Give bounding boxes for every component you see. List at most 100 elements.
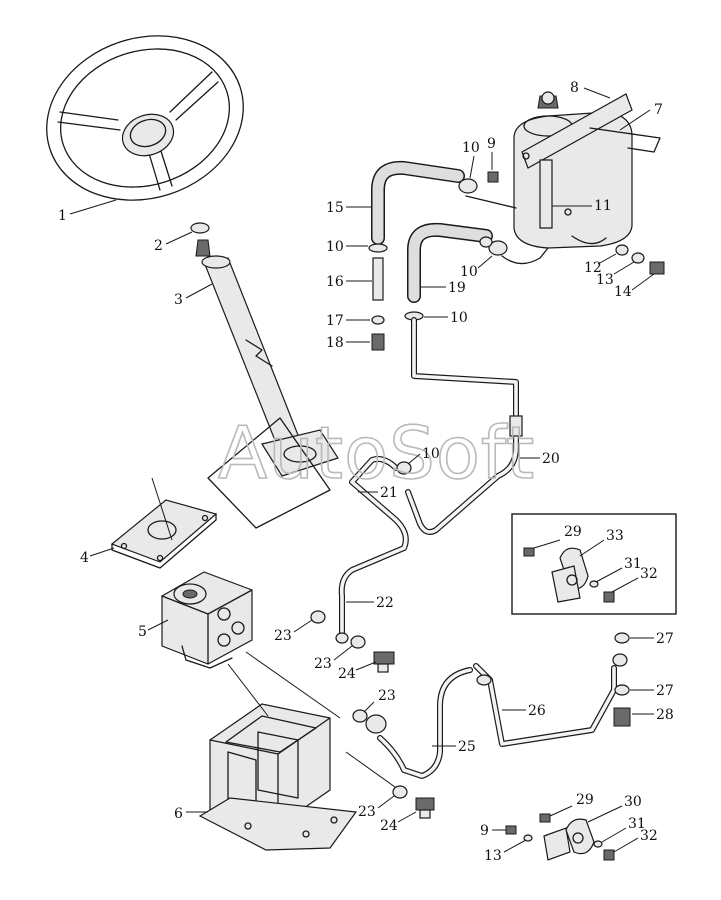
callout-23-d: 23 xyxy=(358,795,395,820)
callout-label: 7 xyxy=(654,102,663,118)
callout-label: 17 xyxy=(326,313,344,329)
steering-control-unit xyxy=(161,571,253,669)
callout-label: 8 xyxy=(570,80,579,96)
callout-25: 25 xyxy=(432,739,476,755)
callout-label: 14 xyxy=(614,284,632,300)
callout-9-top: 9 xyxy=(487,136,496,170)
callout-2: 2 xyxy=(154,231,193,254)
callout-15: 15 xyxy=(326,200,372,216)
callout-label: 10 xyxy=(462,140,480,156)
callout-label: 25 xyxy=(458,739,476,755)
callout-24-a: 24 xyxy=(338,661,377,682)
callout-10-lower: 10 xyxy=(424,310,468,326)
callout-4: 4 xyxy=(80,547,115,566)
callout-label: 19 xyxy=(448,280,466,296)
callout-10-mid: 10 xyxy=(460,255,493,280)
callout-label: 22 xyxy=(376,595,394,611)
callout-31-inset: 31 xyxy=(595,556,642,583)
callout-21: 21 xyxy=(358,485,398,501)
callout-10-top: 10 xyxy=(462,140,480,179)
callout-label: 32 xyxy=(640,828,658,844)
callout-32-bottom: 32 xyxy=(613,828,658,853)
callout-30: 30 xyxy=(587,794,642,823)
callout-label: 10 xyxy=(326,239,344,255)
callout-22: 22 xyxy=(346,595,394,611)
cylinder-line-26 xyxy=(473,653,628,747)
callout-23-c: 23 xyxy=(363,688,396,713)
steering-bracket xyxy=(198,651,403,851)
callout-12: 12 xyxy=(584,253,617,276)
callout-label: 26 xyxy=(528,703,546,719)
callout-11: 11 xyxy=(552,198,612,214)
callout-label: 23 xyxy=(378,688,396,704)
callout-label: 12 xyxy=(584,260,602,276)
callout-label: 15 xyxy=(326,200,344,216)
callout-19: 19 xyxy=(420,280,466,296)
callout-14: 14 xyxy=(614,273,655,300)
callout-13-top: 13 xyxy=(596,261,635,288)
callout-32-inset: 32 xyxy=(611,566,658,593)
callout-label: 24 xyxy=(338,666,356,682)
callout-label: 29 xyxy=(564,524,582,540)
callout-label: 29 xyxy=(576,792,594,808)
mounting-plate xyxy=(110,477,218,569)
callout-27-b: 27 xyxy=(630,683,674,699)
callout-label: 21 xyxy=(380,485,398,501)
callout-label: 16 xyxy=(326,274,344,290)
callout-29-bottom: 29 xyxy=(549,792,594,817)
callout-label: 11 xyxy=(594,198,612,214)
clamp-detail-inset xyxy=(511,513,677,615)
pressure-line-20 xyxy=(405,317,523,535)
callout-label: 31 xyxy=(628,816,646,832)
steering-wheel xyxy=(46,35,244,201)
callout-20: 20 xyxy=(520,451,560,467)
callout-label: 13 xyxy=(484,848,502,864)
callout-1: 1 xyxy=(58,199,117,224)
callout-label: 6 xyxy=(174,806,183,822)
oil-tank xyxy=(513,91,661,249)
callout-10-left: 10 xyxy=(326,239,368,255)
callout-label: 31 xyxy=(624,556,642,572)
callout-33: 33 xyxy=(579,528,624,557)
suction-hose xyxy=(407,222,493,303)
callout-28: 28 xyxy=(632,707,674,723)
callout-label: 18 xyxy=(326,335,344,351)
steering-column xyxy=(195,239,339,529)
callout-label: 3 xyxy=(174,292,183,308)
callout-31-bottom: 31 xyxy=(601,816,646,843)
clamp-detail-bottom xyxy=(505,813,615,861)
callout-27-a: 27 xyxy=(630,631,674,647)
callout-10-pipe: 10 xyxy=(407,446,440,465)
callout-label: 33 xyxy=(606,528,624,544)
callout-label: 27 xyxy=(656,683,674,699)
pressure-line-21-22 xyxy=(335,456,412,644)
callout-label: 24 xyxy=(380,818,398,834)
cylinder-line-25 xyxy=(365,667,473,779)
callout-label: 30 xyxy=(624,794,642,810)
callout-3: 3 xyxy=(174,283,213,308)
callout-5: 5 xyxy=(138,619,169,640)
watermark: AutoSoft xyxy=(218,411,535,495)
callout-label: 2 xyxy=(154,238,163,254)
callout-7: 7 xyxy=(619,102,663,131)
callout-label: 10 xyxy=(450,310,468,326)
callout-17: 17 xyxy=(326,313,370,329)
callout-label: 13 xyxy=(596,272,614,288)
callout-8: 8 xyxy=(570,80,611,99)
callout-23-b: 23 xyxy=(314,645,353,672)
callout-label: 5 xyxy=(138,624,147,640)
callout-label: 10 xyxy=(460,264,478,280)
column-nut xyxy=(190,222,210,234)
callout-29-inset: 29 xyxy=(533,524,582,549)
callout-23-a: 23 xyxy=(274,619,313,644)
callout-label: 20 xyxy=(542,451,560,467)
callout-9-bottom: 9 xyxy=(480,823,506,839)
callout-18: 18 xyxy=(326,335,370,351)
washers-and-bolts xyxy=(310,610,631,819)
callout-label: 9 xyxy=(480,823,489,839)
callout-label: 23 xyxy=(358,804,376,820)
callout-label: 4 xyxy=(80,550,89,566)
callout-label: 28 xyxy=(656,707,674,723)
callout-16: 16 xyxy=(326,274,372,290)
